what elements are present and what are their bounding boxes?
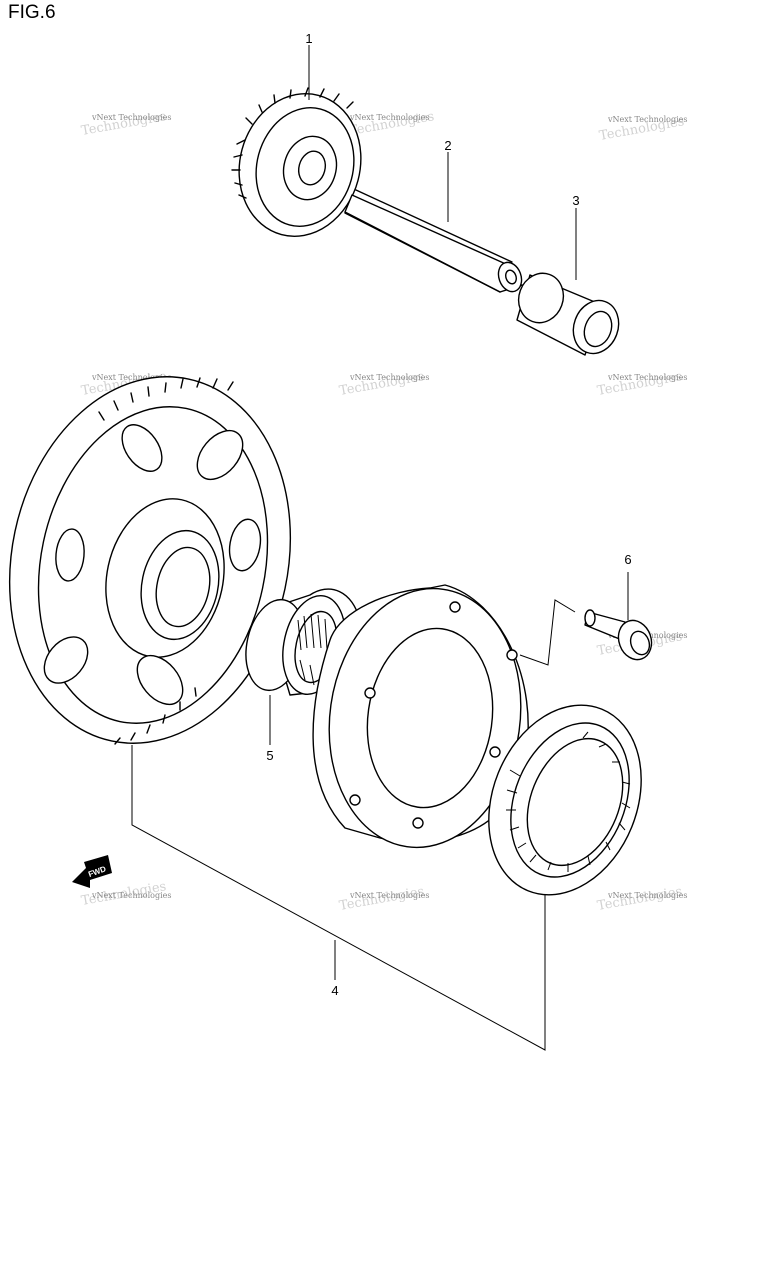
svg-text:vNext Technologies: vNext Technologies <box>607 115 687 124</box>
part-number-5: 5 <box>266 748 273 763</box>
svg-text:vNext Technologies: vNext Technologies <box>349 891 429 900</box>
bushing-3-drawing: 3 <box>516 193 620 356</box>
starter-clutch-gear-drawing <box>8 376 292 745</box>
svg-text:vNext Technologies: vNext Technologies <box>91 373 171 382</box>
svg-text:vNext Technologies: vNext Technologies <box>349 373 429 382</box>
svg-text:vNext Technologies: vNext Technologies <box>607 373 687 382</box>
part-number-2: 2 <box>444 138 451 153</box>
svg-text:vNext Technologies: vNext Technologies <box>607 891 687 900</box>
part-number-3: 3 <box>572 193 579 208</box>
svg-text:vNext Technologies: vNext Technologies <box>349 113 429 122</box>
bolt-6-drawing: 6 <box>584 552 653 661</box>
part-number-6: 6 <box>624 552 631 567</box>
assembly-leader-lines: 4 <box>131 599 576 1051</box>
part-number-1: 1 <box>305 31 312 46</box>
figure-title: FIG.6 <box>8 2 56 23</box>
clutch-body-drawing <box>312 584 529 849</box>
svg-text:vNext Technologies: vNext Technologies <box>91 113 171 122</box>
gear-1-drawing: 1 <box>231 31 362 237</box>
one-way-clutch-drawing <box>488 704 642 896</box>
part-number-4: 4 <box>331 983 338 998</box>
svg-text:vNext Technologies: vNext Technologies <box>91 891 171 900</box>
shaft-2-drawing: 2 <box>344 138 523 293</box>
fwd-arrow-icon: FWD <box>72 855 112 888</box>
